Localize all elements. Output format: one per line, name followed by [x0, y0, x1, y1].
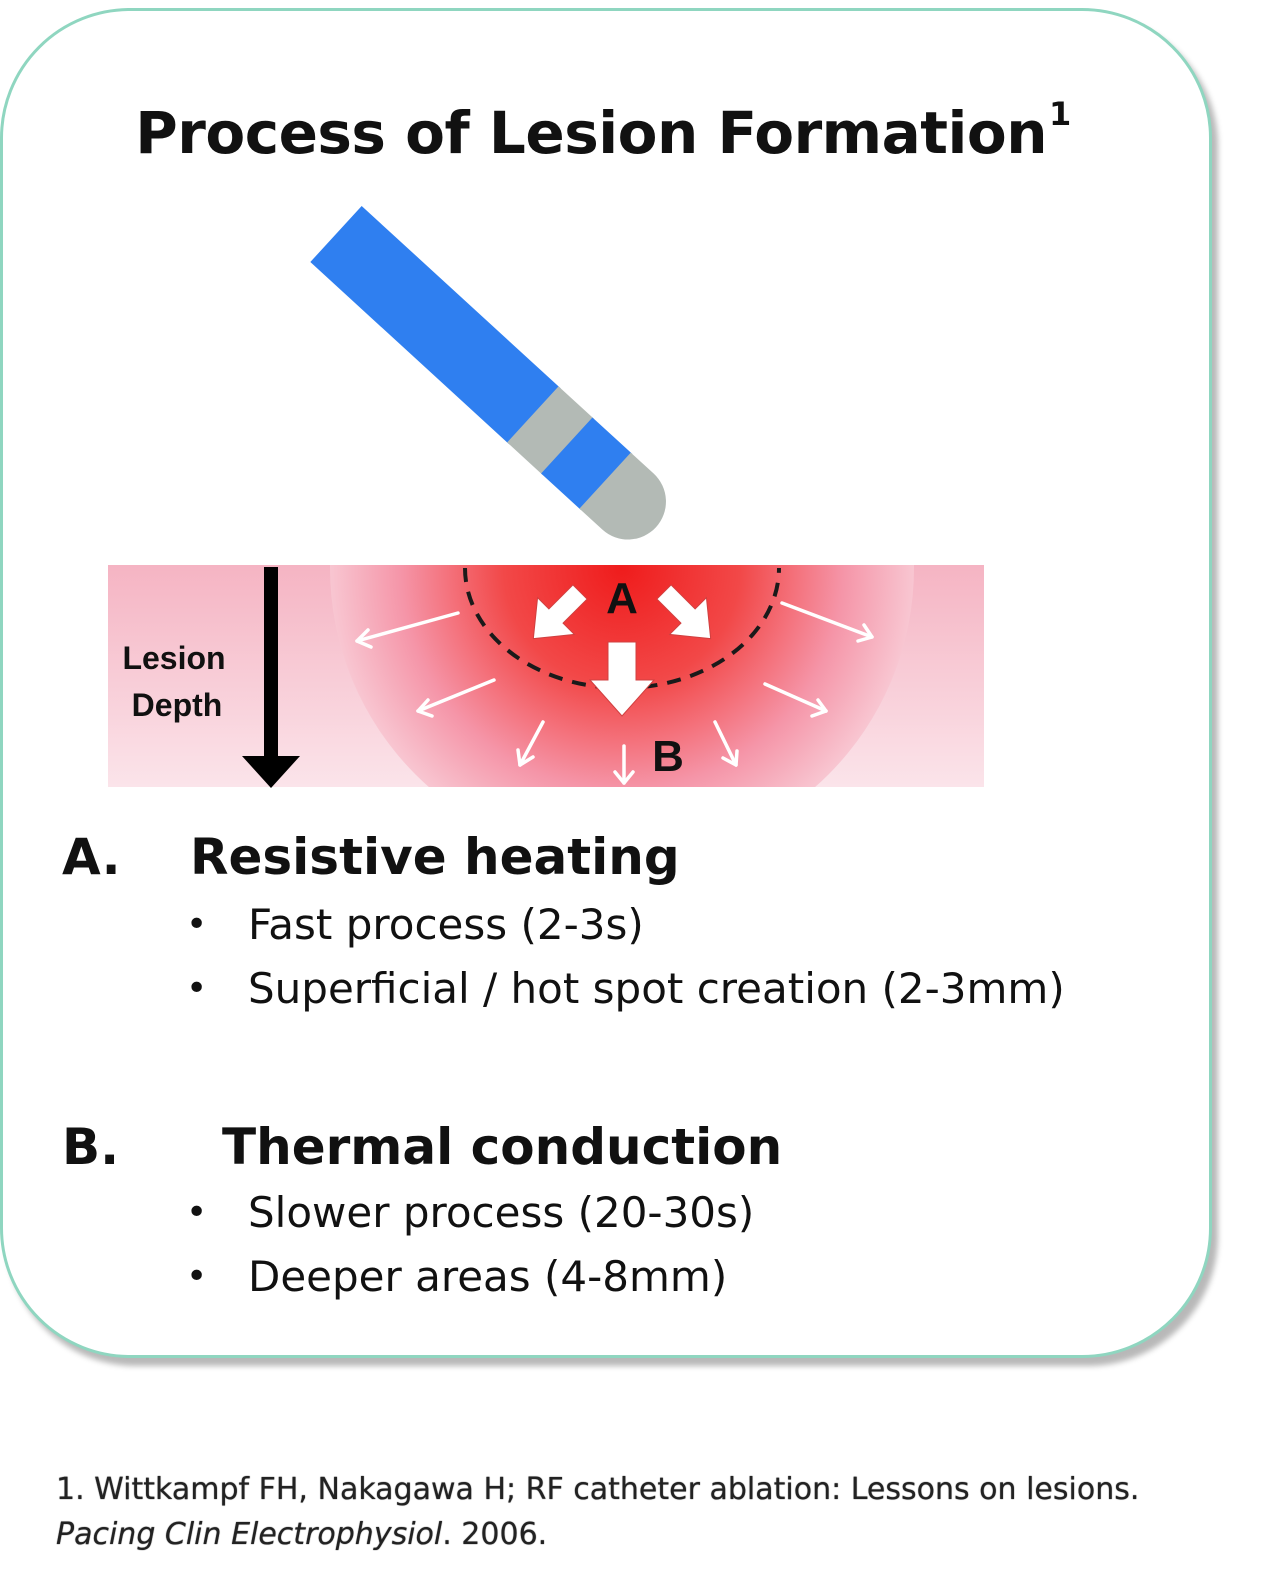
lesion-depth-arrow	[242, 567, 300, 788]
bullet-icon: •	[186, 1192, 208, 1233]
reference-line-2: Pacing Clin Electrophysiol. 2006.	[56, 1517, 547, 1552]
section-b-bullet-1: Slower process (20-30s)	[248, 1188, 755, 1237]
bullet-icon: •	[186, 968, 208, 1009]
section-a-heading: Resistive heating	[190, 828, 680, 886]
title-text: Process of Lesion Formation	[135, 99, 1047, 167]
section-b-heading: Thermal conduction	[222, 1118, 783, 1176]
section-a-bullet-1: Fast process (2-3s)	[248, 900, 644, 949]
lesion-diagram: Lesion Depth A B	[108, 205, 984, 788]
catheter	[310, 205, 666, 540]
label-a: A	[606, 574, 638, 623]
reference-journal: Pacing Clin Electrophysiol	[56, 1517, 443, 1552]
reference-line-1: 1. Wittkampf FH, Nakagawa H; RF catheter…	[56, 1472, 1140, 1507]
section-a-bullet-2: Superficial / hot spot creation (2-3mm)	[248, 964, 1065, 1013]
reference-year: . 2006.	[442, 1517, 548, 1552]
lesion-depth-label-line1: Lesion	[122, 640, 225, 676]
lesion-depth-label-line2: Depth	[132, 687, 223, 723]
bullet-icon: •	[186, 1256, 208, 1297]
thermal-conduction-arrows	[355, 601, 874, 785]
section-b-marker: B.	[62, 1118, 120, 1176]
title-footnote-marker: 1	[1049, 95, 1071, 133]
section-b-bullet-2: Deeper areas (4-8mm)	[248, 1252, 728, 1301]
label-b: B	[652, 732, 684, 781]
bullet-icon: •	[186, 904, 208, 945]
section-a-marker: A.	[62, 828, 121, 886]
diagram-title: Process of Lesion Formation1	[0, 95, 1206, 167]
resistive-heat-arrows	[532, 584, 712, 717]
